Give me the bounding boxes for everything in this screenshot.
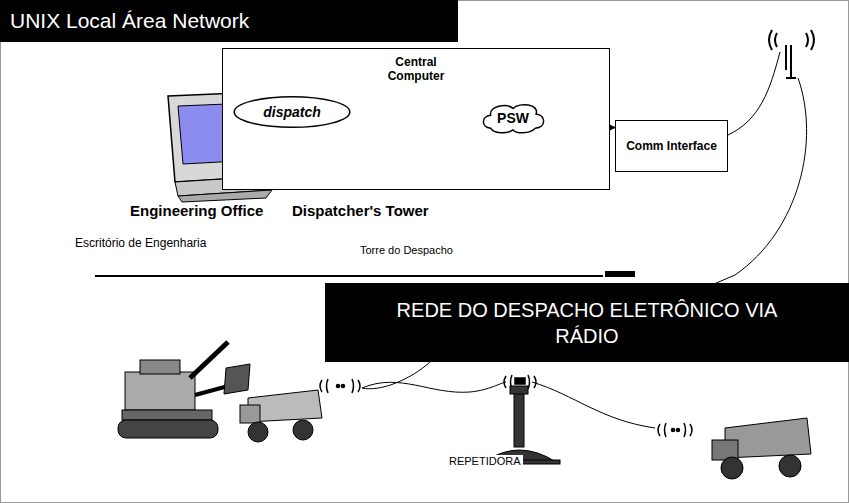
- node-text: PSW: [497, 110, 529, 126]
- lan-line: [95, 275, 603, 277]
- radio-signal: [320, 375, 692, 437]
- repeater-tower: [480, 386, 560, 464]
- caption-label: Escritório de Engenharia: [75, 236, 206, 250]
- haul-truck: [240, 390, 322, 442]
- node-text: dispatch: [263, 104, 321, 120]
- ellipse-outline: [234, 97, 350, 128]
- node-text: Comm Interface: [626, 139, 717, 153]
- haul-truck: [712, 418, 811, 479]
- caption-label: Engineering Office: [130, 202, 263, 219]
- interface-box: Comm Interface: [615, 120, 728, 172]
- process-ellipse: dispatch: [233, 96, 351, 128]
- caption-label: Torre do Despacho: [360, 244, 453, 256]
- repeater-label: REPETIDORA: [447, 455, 523, 467]
- lan-terminator: [605, 271, 635, 277]
- caption-label: Dispatcher's Tower: [292, 202, 429, 219]
- process-cloud: PSW: [481, 101, 545, 135]
- network-band: REDE DO DESPACHO ELETRÔNICO VIA RÁDIO: [325, 283, 849, 362]
- computer-box: Central Computer dispatch PSW: [222, 48, 610, 190]
- node-text: REDE DO DESPACHO ELETRÔNICO VIA RÁDIO: [395, 297, 779, 349]
- antenna: [769, 30, 814, 78]
- node-text: Central Computer: [376, 55, 456, 83]
- shovel: [118, 342, 250, 438]
- title-band: UNIX Local Área Network: [0, 0, 458, 42]
- title-text: UNIX Local Área Network: [10, 9, 249, 33]
- cloud-outline: [483, 105, 543, 133]
